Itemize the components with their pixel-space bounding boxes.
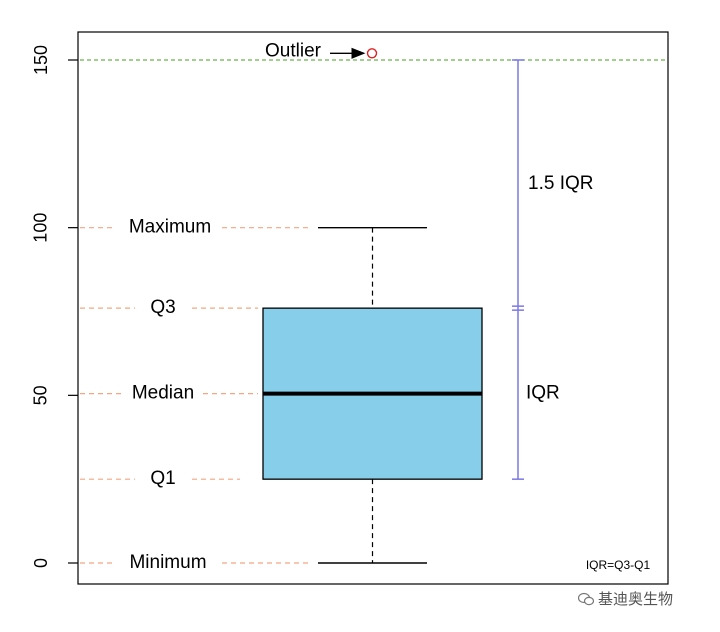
median-label: Median	[132, 383, 194, 404]
y-tick-label-50: 50	[31, 385, 51, 405]
q3-label: Q3	[150, 297, 175, 318]
box-plot	[262, 47, 483, 564]
q1-label: Q1	[150, 468, 175, 489]
minimum-label: Minimum	[129, 552, 206, 573]
y-tick-label-100: 100	[31, 213, 51, 243]
y-tick-label-0: 0	[31, 558, 51, 568]
outlier-label: Outlier	[265, 40, 322, 61]
maximum-label: Maximum	[129, 217, 211, 238]
y-axis: 0 50 100 150	[31, 45, 78, 568]
outlier-point-0	[366, 48, 378, 59]
iqr-formula-note: IQR=Q3-Q1	[586, 558, 651, 572]
iqr-bracket	[512, 59, 524, 480]
plot-frame	[77, 31, 669, 585]
watermark-text: 基迪奥生物	[598, 590, 674, 608]
watermark: 基迪奥生物	[578, 588, 673, 609]
iqr15-label: 1.5 IQR	[528, 173, 593, 194]
wechat-icon	[578, 592, 594, 605]
reference-lines	[80, 59, 666, 564]
y-tick-label-150: 150	[31, 45, 51, 75]
iqr-label: IQR	[526, 383, 560, 404]
